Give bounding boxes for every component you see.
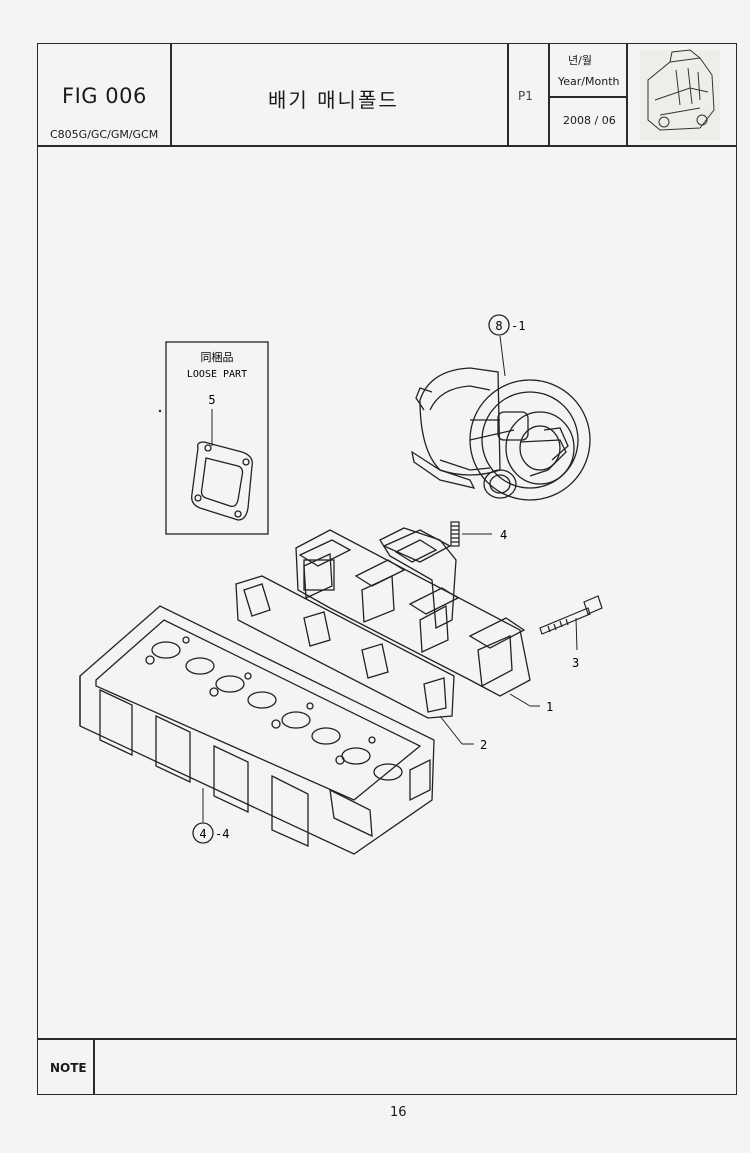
leader-3 bbox=[575, 617, 578, 651]
machine-thumbnail bbox=[640, 49, 720, 140]
leader-2 bbox=[439, 715, 463, 745]
turbo-ref-number: 8 bbox=[495, 319, 502, 333]
header-ym-line bbox=[548, 96, 626, 98]
page-code: P1 bbox=[518, 89, 533, 103]
exhaust-manifold-part-1 bbox=[295, 527, 531, 697]
page-number: 16 bbox=[390, 1105, 407, 1120]
fig-label: FIG 006 bbox=[62, 84, 147, 108]
head-ref-suffix: -4 bbox=[215, 827, 229, 841]
note-label: NOTE bbox=[50, 1061, 87, 1075]
label-part-5: 5 bbox=[208, 393, 215, 407]
date-value: 2008 / 06 bbox=[563, 114, 616, 127]
header-divider-4 bbox=[626, 43, 628, 145]
loose-part-box bbox=[165, 341, 269, 535]
header-divider-1 bbox=[170, 43, 172, 145]
manifold-gasket-part-2 bbox=[235, 575, 455, 719]
turbocharger bbox=[411, 367, 591, 501]
loose-part-en: LOOSE PART bbox=[187, 369, 247, 380]
year-month-kr: 년/월 bbox=[568, 54, 592, 67]
turbo-ref-suffix: -1 bbox=[511, 319, 525, 333]
header-bottom-line bbox=[37, 145, 737, 147]
leader-8 bbox=[499, 335, 506, 377]
note-top-line bbox=[37, 1038, 737, 1040]
model-label: C805G/GC/GM/GCM bbox=[50, 128, 159, 141]
header-divider-3 bbox=[548, 43, 550, 145]
stud-part-4 bbox=[450, 521, 460, 547]
dot-mark bbox=[158, 409, 162, 413]
leader-1 bbox=[509, 693, 531, 707]
turbo-ref-circle bbox=[488, 314, 510, 336]
label-part-1: 1 bbox=[546, 700, 553, 714]
page-frame bbox=[37, 43, 737, 1095]
head-ref-number: 4 bbox=[199, 827, 206, 841]
bolt-part-3 bbox=[539, 595, 603, 635]
page-title: 배기 매니폴드 bbox=[268, 88, 399, 112]
year-month-en: Year/Month bbox=[558, 75, 620, 88]
label-part-4: 4 bbox=[500, 528, 507, 542]
label-part-3: 3 bbox=[572, 656, 579, 670]
loose-part-kr: 同梱品 bbox=[201, 350, 234, 364]
header-divider-2 bbox=[507, 43, 509, 145]
label-part-2: 2 bbox=[480, 738, 487, 752]
note-divider bbox=[93, 1038, 95, 1095]
turbo-gasket-part-5 bbox=[191, 441, 253, 521]
head-ref-circle bbox=[192, 822, 214, 844]
cylinder-head bbox=[79, 605, 435, 855]
